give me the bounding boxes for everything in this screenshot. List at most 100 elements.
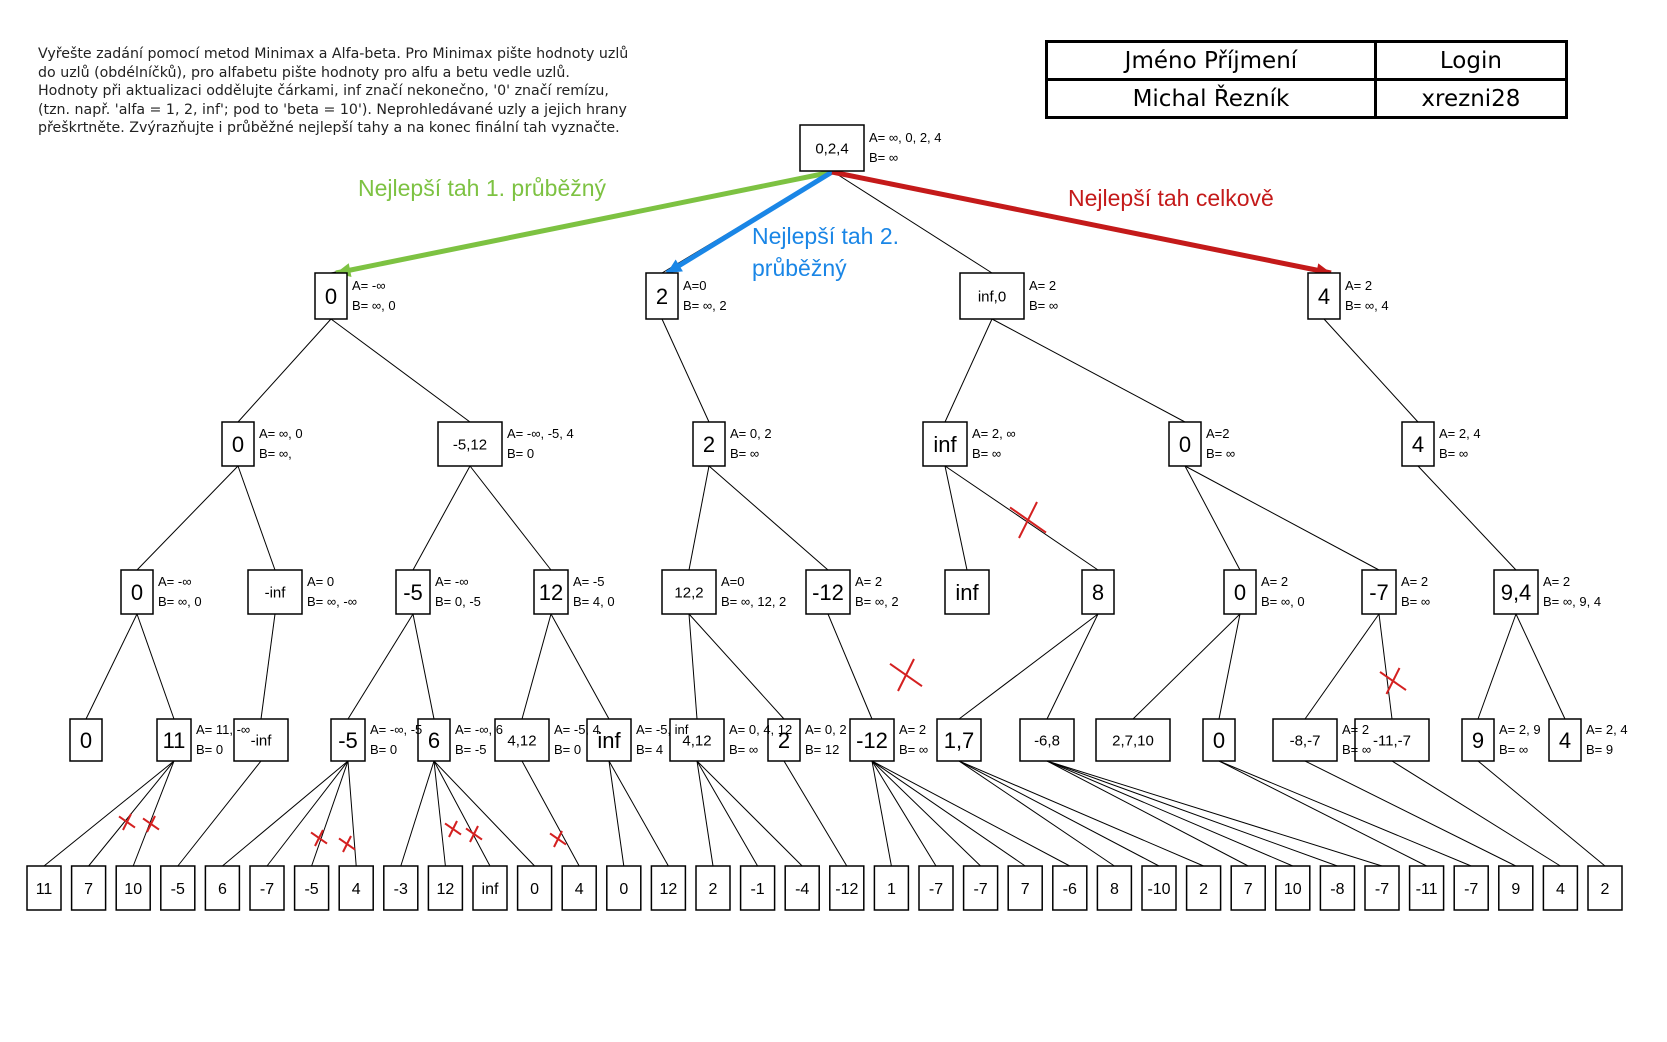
node-value: 0 (80, 728, 92, 753)
beta-label: B= ∞, 2 (683, 298, 727, 313)
node-value: 0 (232, 432, 244, 457)
tree-edge (1132, 613, 1241, 720)
tree-node (936, 718, 982, 762)
tree-edge (608, 760, 669, 867)
alpha-label: A= 0, 4, 12 (729, 722, 792, 737)
tree-edge (412, 613, 435, 720)
node-value: -6,8 (1034, 732, 1060, 749)
tree-node (1168, 421, 1202, 467)
beta-label: B= ∞ (730, 446, 759, 461)
beta-label: B= 0 (507, 446, 534, 461)
prune-mark (142, 815, 160, 833)
name-value: Michal Řezník (1045, 78, 1377, 119)
beta-label: B= ∞, 2 (855, 594, 899, 609)
beta-label: B= ∞ (899, 742, 928, 757)
tree-node (1272, 718, 1338, 762)
leaf-node (1498, 865, 1534, 911)
alpha-label: A= -∞, 6 (455, 722, 503, 737)
tree-node (944, 569, 990, 615)
tree-node (661, 569, 717, 615)
leaf-node (561, 865, 597, 911)
node-value: -5,12 (453, 436, 487, 453)
beta-label: B= ∞, 9, 4 (1543, 594, 1601, 609)
tree-node (233, 718, 289, 762)
leaf-value: -10 (1147, 881, 1170, 898)
alpha-label: A= -∞, -5 (370, 722, 422, 737)
tree-node (1401, 421, 1435, 467)
alpha-label: A= 2 (1345, 278, 1372, 293)
leaf-node (962, 865, 999, 911)
node-value: -8,-7 (1290, 732, 1321, 749)
leaf-value: 4 (1556, 881, 1565, 898)
tree-node (1081, 569, 1115, 615)
leaf-value: -7 (973, 881, 987, 898)
leaf-node (516, 865, 553, 911)
alpha-label: A= ∞, 0 (259, 426, 303, 441)
alpha-label: A= 2, 9 (1499, 722, 1541, 737)
node-value: 11 (163, 728, 186, 753)
alpha-label: A= 2, 4 (1439, 426, 1481, 441)
name-header: Jméno Příjmení (1045, 40, 1377, 81)
tree-edge (88, 760, 175, 867)
beta-label: B= ∞, 0 (1261, 594, 1305, 609)
tree-node (767, 718, 801, 762)
tree-edge (521, 613, 552, 720)
leaf-value: 0 (530, 881, 539, 898)
beta-label: B= ∞ (729, 742, 758, 757)
tree-node (922, 421, 968, 467)
tree-edge (688, 613, 698, 720)
tree-edge (944, 465, 968, 571)
node-value: -5 (403, 580, 423, 605)
node-value: 0 (131, 580, 143, 605)
node-value: 0 (1213, 728, 1225, 753)
leaf-value: 9 (1511, 881, 1520, 898)
tree-node (221, 421, 255, 467)
tree-edge (871, 760, 981, 867)
tree-edge (871, 760, 1026, 867)
leaf-value: 12 (660, 881, 678, 898)
leaf-value: -6 (1063, 881, 1077, 898)
beta-label: B= ∞, -∞ (307, 594, 357, 609)
tree-node (849, 718, 895, 762)
beta-label: B= ∞ (1029, 298, 1058, 313)
beta-label: B= 4 (636, 742, 663, 757)
leaf-node (695, 865, 731, 911)
alpha-label: A= 2 (855, 574, 882, 589)
leaf-value: -3 (394, 881, 408, 898)
tree-node (1354, 718, 1430, 762)
tree-node (533, 569, 569, 615)
alpha-label: A= -∞ (158, 574, 191, 589)
node-value: 0 (325, 284, 337, 309)
leaf-node (606, 865, 642, 911)
tree-node (1493, 569, 1539, 615)
login-header: Login (1373, 40, 1569, 81)
tree-node (1223, 569, 1257, 615)
node-value: 2 (656, 284, 668, 309)
prune-mark (118, 813, 136, 831)
task-instructions: Vyřešte zadání pomocí metod Minimax a Al… (38, 46, 629, 137)
tree-edge (43, 760, 175, 867)
tree-edge (1046, 760, 1249, 867)
tree-node (1019, 718, 1075, 762)
beta-label: B= 0, -5 (435, 594, 481, 609)
alpha-label: A= 0, 2 (805, 722, 847, 737)
leaf-node (1185, 865, 1222, 911)
best-move-2-label-line2: průběžný (752, 255, 847, 281)
alpha-label: A= -5, 4 (554, 722, 600, 737)
leaf-node (1141, 865, 1177, 911)
tree-node (330, 718, 366, 762)
alpha-label: A=0 (683, 278, 707, 293)
tree-node (1461, 718, 1495, 762)
leaf-value: 4 (352, 881, 361, 898)
tree-edge (347, 613, 414, 720)
leaf-value: -7 (260, 881, 274, 898)
tree-edge (330, 318, 471, 423)
tree-edge (1218, 760, 1472, 867)
alpha-label: A= 2 (1401, 574, 1428, 589)
node-value: -inf (265, 584, 287, 601)
alpha-label: A= 2 (899, 722, 926, 737)
node-value: inf (955, 580, 979, 605)
alpha-label: A= -∞ (435, 574, 468, 589)
tree-edge (222, 760, 349, 867)
